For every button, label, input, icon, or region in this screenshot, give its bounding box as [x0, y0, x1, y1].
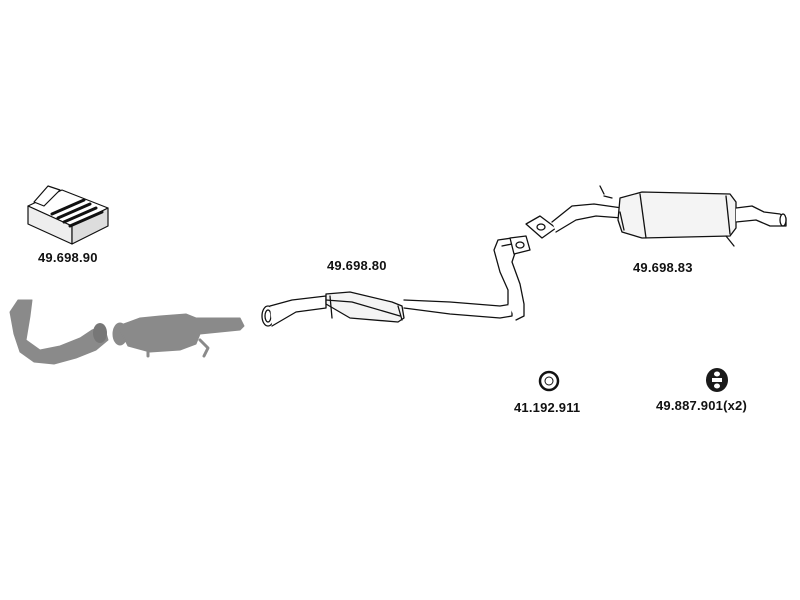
- front-pipe: [261, 235, 531, 327]
- rear-silencer: [525, 185, 787, 247]
- label-rear-silencer: 49.698.83: [633, 260, 693, 275]
- label-mounting-kit: 49.698.90: [38, 250, 98, 265]
- label-gasket-ring: 41.192.911: [514, 400, 581, 415]
- label-front-pipe: 49.698.80: [327, 258, 387, 273]
- mounting-kit-icon: [27, 185, 109, 245]
- manifold-pipe: [9, 299, 245, 365]
- rubber-hanger-icon: [706, 368, 728, 392]
- label-rubber-hanger: 49.887.901(x2): [656, 398, 747, 413]
- gasket-ring-icon: [538, 370, 560, 392]
